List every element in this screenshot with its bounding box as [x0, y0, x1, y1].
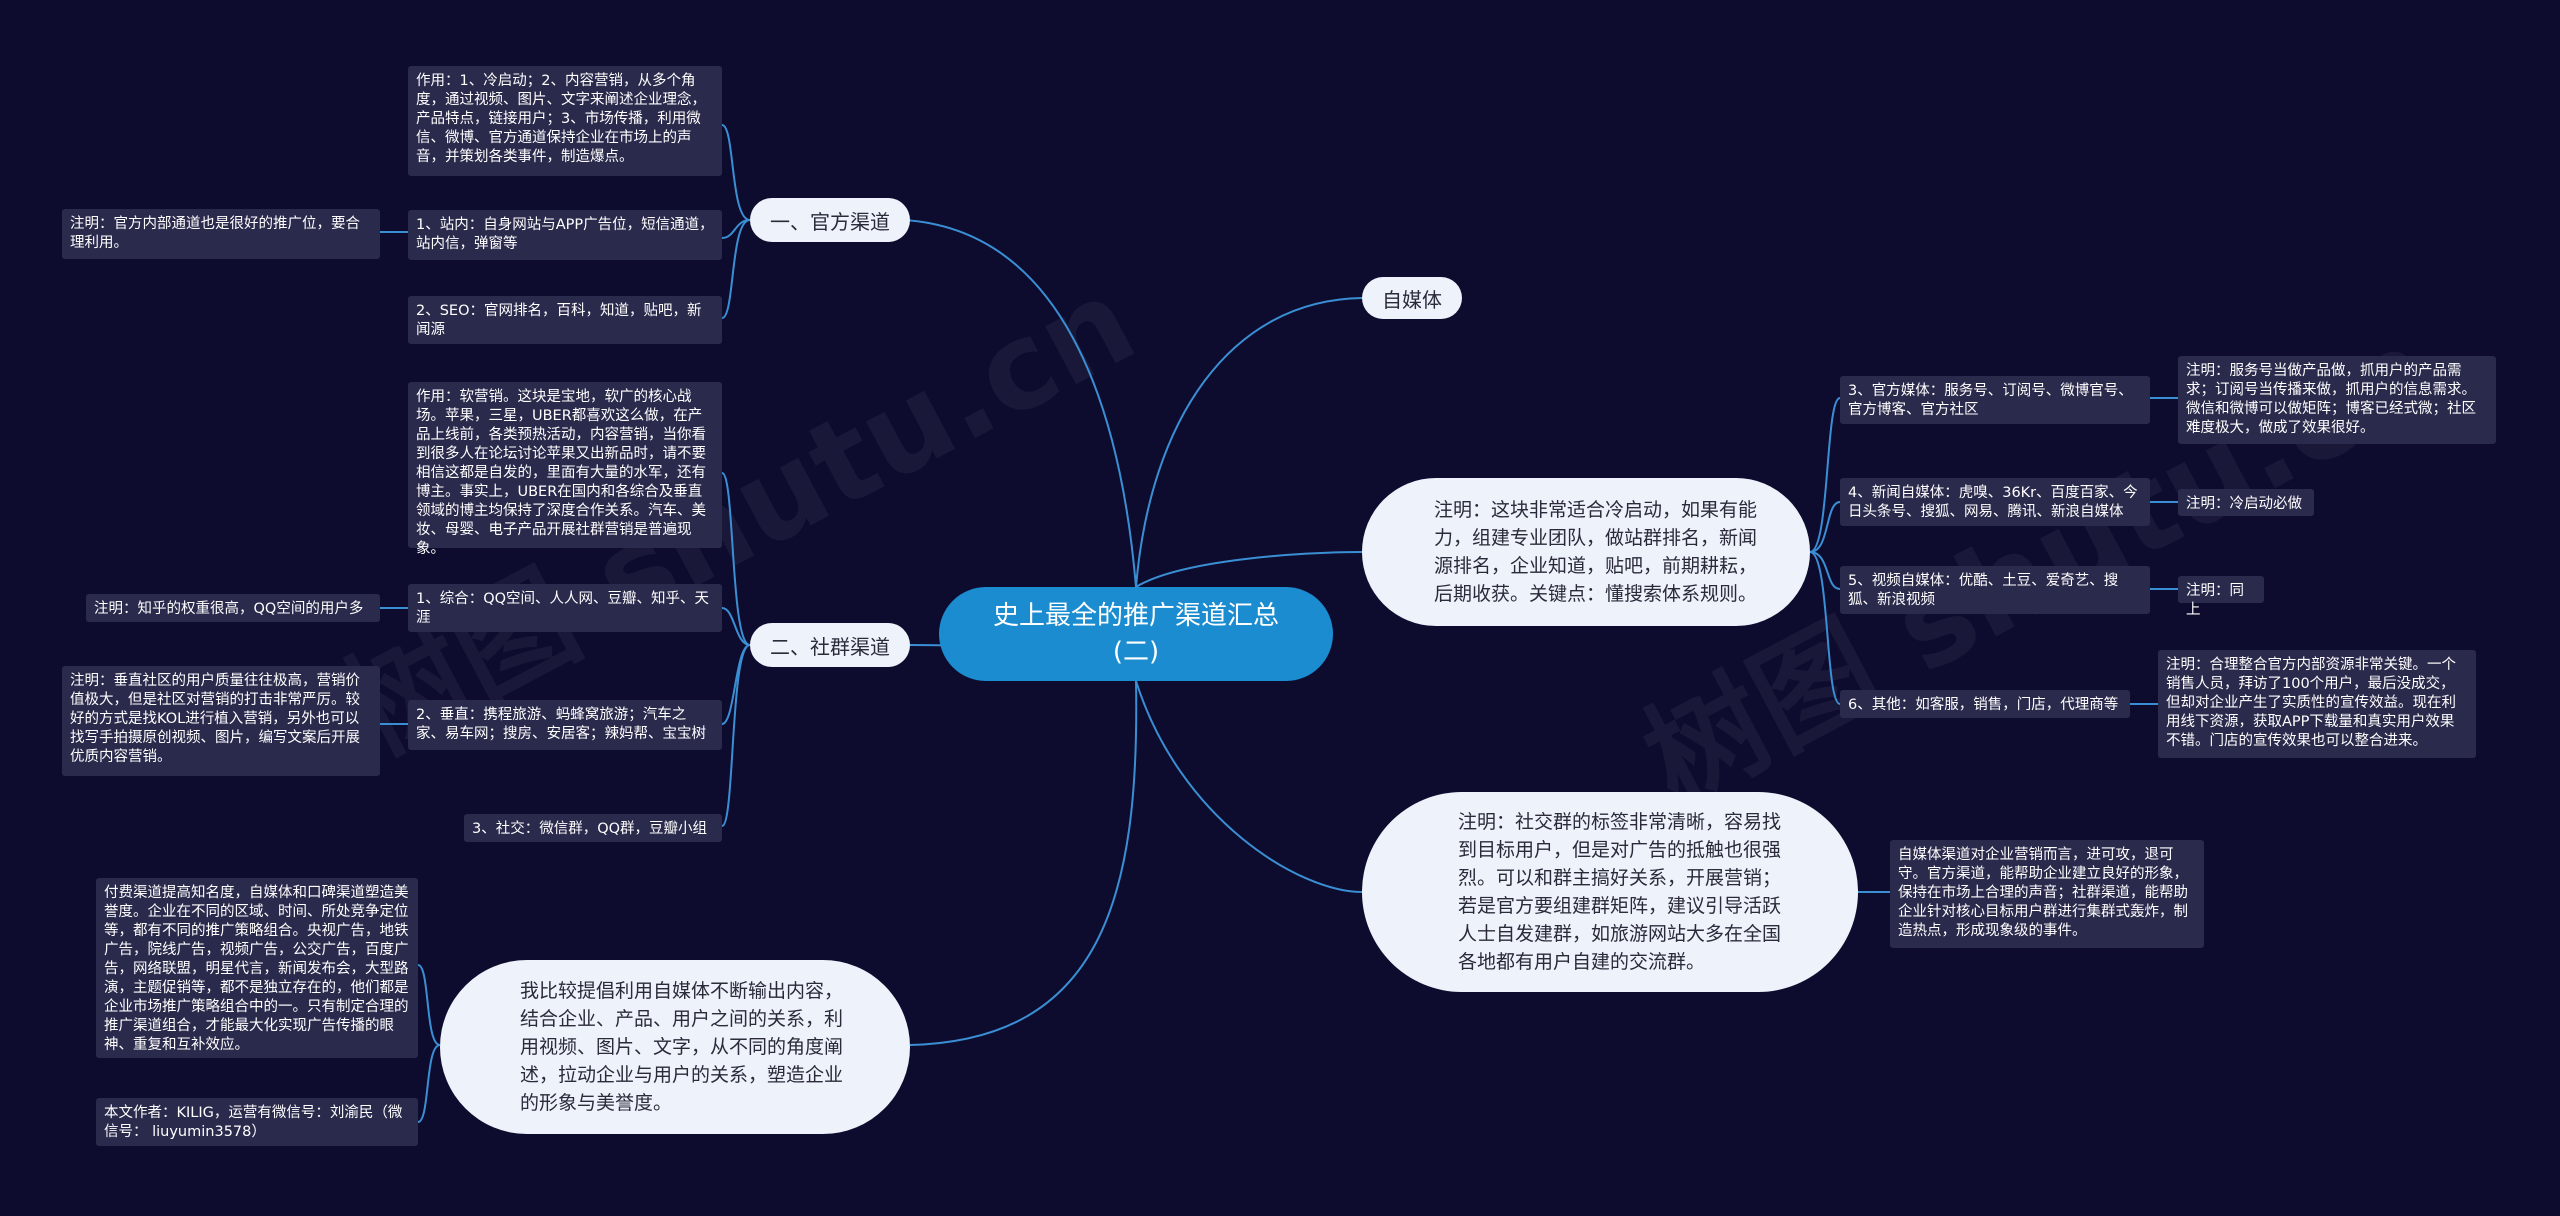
official-seo-text: 2、SEO：官网排名，百科，知道，贴吧，新闻源 — [416, 303, 702, 338]
selfmedia-others-note-text: 注明：合理整合官方内部资源非常关键。一个销售人员，拜访了100个用户，最后没成交… — [2166, 657, 2456, 749]
social-vertical-node[interactable]: 2、垂直：携程旅游、蚂蜂窝旅游；汽车之家、易车网；搜房、安居客；辣妈帮、宝宝树 — [408, 700, 722, 750]
selfmedia-official-node[interactable]: 3、官方媒体：服务号、订阅号、微博官号、官方博客、官方社区 — [1840, 376, 2150, 424]
social-effect-node[interactable]: 作用：软营销。这块是宝地，软广的核心战场。苹果，三星，UBER都喜欢这么做，在产… — [408, 382, 722, 557]
selfmedia-bubble-1[interactable]: 注明：这块非常适合冷启动，如果有能力，组建专业团队，做站群排名，新闻源排名，企业… — [1362, 478, 1810, 626]
official-site-text: 1、站内：自身网站与APP广告位，短信通道，站内信，弹窗等 — [416, 217, 714, 252]
official-site-note[interactable]: 注明：官方内部通道也是很好的推广位，要合理利用。 — [62, 209, 380, 259]
social-general-text: 1、综合：QQ空间、人人网、豆瓣、知乎、天涯 — [416, 591, 710, 626]
official-site-note-text: 注明：官方内部通道也是很好的推广位，要合理利用。 — [70, 216, 360, 251]
branch-official[interactable]: 一、官方渠道 — [750, 198, 910, 242]
selfmedia-news-node[interactable]: 4、新闻自媒体：虎嗅、36Kr、百度百家、今日头条号、搜狐、网易、腾讯、新浪自媒… — [1840, 478, 2150, 526]
social-effect-text: 作用：软营销。这块是宝地，软广的核心战场。苹果，三星，UBER都喜欢这么做，在产… — [416, 389, 706, 557]
selfmedia-video-node[interactable]: 5、视频自媒体：优酷、土豆、爱奇艺、搜狐、新浪视频 — [1840, 566, 2150, 614]
selfmedia-others-text: 6、其他：如客服，销售，门店，代理商等 — [1848, 697, 2119, 713]
social-vertical-text: 2、垂直：携程旅游、蚂蜂窝旅游；汽车之家、易车网；搜房、安居客；辣妈帮、宝宝树 — [416, 707, 706, 742]
root-title: 史上最全的推广渠道汇总(二) — [992, 601, 1279, 667]
selfmedia-bubble-1-text: 注明：这块非常适合冷启动，如果有能力，组建专业团队，做站群排名，新闻源排名，企业… — [1434, 499, 1758, 605]
social-vertical-note-text: 注明：垂直社区的用户质量往往极高，营销价值极大，但是社区对营销的打击非常严厉。较… — [70, 673, 360, 765]
selfmedia-others-node[interactable]: 6、其他：如客服，销售，门店，代理商等 — [1840, 690, 2130, 718]
official-effect-node[interactable]: 作用：1、冷启动；2、内容营销，从多个角度，通过视频、图片、文字来阐述企业理念，… — [408, 66, 722, 176]
selfmedia-bubble-2-note[interactable]: 自媒体渠道对企业营销而言，进可攻，退可守。官方渠道，能帮助企业建立良好的形象，保… — [1890, 840, 2204, 948]
selfmedia-news-text: 4、新闻自媒体：虎嗅、36Kr、百度百家、今日头条号、搜狐、网易、腾讯、新浪自媒… — [1848, 485, 2138, 520]
selfmedia-official-note-text: 注明：服务号当做产品做，抓用户的产品需求；订阅号当传播来做，抓用户的信息需求。微… — [2186, 363, 2476, 436]
social-general-node[interactable]: 1、综合：QQ空间、人人网、豆瓣、知乎、天涯 — [408, 584, 722, 632]
branch-selfmedia[interactable]: 自媒体 — [1362, 277, 1462, 319]
branch-official-label: 一、官方渠道 — [770, 209, 890, 234]
selfmedia-official-note[interactable]: 注明：服务号当做产品做，抓用户的产品需求；订阅号当传播来做，抓用户的信息需求。微… — [2178, 356, 2496, 444]
bottom-paid-node[interactable]: 付费渠道提高知名度，自媒体和口碑渠道塑造美誉度。企业在不同的区域、时间、所处竞争… — [96, 878, 418, 1058]
social-general-note-text: 注明：知乎的权重很高，QQ空间的用户多 — [94, 601, 364, 617]
official-effect-text: 作用：1、冷启动；2、内容营销，从多个角度，通过视频、图片、文字来阐述企业理念，… — [416, 73, 706, 165]
bottom-author-node[interactable]: 本文作者：KILIG，运营有微信号：刘渝民（微信号： liuyumin3578） — [96, 1098, 418, 1146]
selfmedia-bubble-2[interactable]: 注明：社交群的标签非常清晰，容易找到目标用户，但是对广告的抵触也很强烈。可以和群… — [1362, 792, 1858, 992]
bottom-paid-text: 付费渠道提高知名度，自媒体和口碑渠道塑造美誉度。企业在不同的区域、时间、所处竞争… — [104, 885, 409, 1053]
bottom-bubble[interactable]: 我比较提倡利用自媒体不断输出内容，结合企业、产品、用户之间的关系，利用视频、图片… — [440, 960, 910, 1134]
bottom-author-text: 本文作者：KILIG，运营有微信号：刘渝民（微信号： liuyumin3578） — [104, 1105, 403, 1140]
selfmedia-bubble-2-text: 注明：社交群的标签非常清晰，容易找到目标用户，但是对广告的抵触也很强烈。可以和群… — [1458, 811, 1782, 973]
selfmedia-video-text: 5、视频自媒体：优酷、土豆、爱奇艺、搜狐、新浪视频 — [1848, 573, 2119, 608]
selfmedia-official-text: 3、官方媒体：服务号、订阅号、微博官号、官方博客、官方社区 — [1848, 383, 2133, 418]
social-apps-text: 3、社交：微信群，QQ群，豆瓣小组 — [472, 821, 708, 837]
selfmedia-video-note[interactable]: 注明：同上 — [2178, 576, 2264, 618]
branch-selfmedia-label: 自媒体 — [1382, 287, 1442, 312]
branch-social[interactable]: 二、社群渠道 — [750, 623, 910, 667]
root-topic[interactable]: 史上最全的推广渠道汇总(二) — [939, 587, 1333, 681]
selfmedia-news-note[interactable]: 注明：冷启动必做 — [2178, 489, 2314, 516]
selfmedia-bubble-2-note-text: 自媒体渠道对企业营销而言，进可攻，退可守。官方渠道，能帮助企业建立良好的形象，保… — [1898, 847, 2188, 939]
selfmedia-news-note-text: 注明：冷启动必做 — [2186, 496, 2302, 512]
selfmedia-video-note-text: 注明：同上 — [2186, 583, 2244, 618]
official-site-node[interactable]: 1、站内：自身网站与APP广告位，短信通道，站内信，弹窗等 — [408, 210, 722, 260]
selfmedia-others-note[interactable]: 注明：合理整合官方内部资源非常关键。一个销售人员，拜访了100个用户，最后没成交… — [2158, 650, 2476, 758]
branch-social-label: 二、社群渠道 — [770, 634, 890, 659]
bottom-bubble-text: 我比较提倡利用自媒体不断输出内容，结合企业、产品、用户之间的关系，利用视频、图片… — [520, 980, 844, 1114]
social-general-note[interactable]: 注明：知乎的权重很高，QQ空间的用户多 — [86, 594, 380, 622]
social-apps-node[interactable]: 3、社交：微信群，QQ群，豆瓣小组 — [464, 814, 722, 842]
social-vertical-note[interactable]: 注明：垂直社区的用户质量往往极高，营销价值极大，但是社区对营销的打击非常严厉。较… — [62, 666, 380, 776]
official-seo-node[interactable]: 2、SEO：官网排名，百科，知道，贴吧，新闻源 — [408, 296, 722, 344]
